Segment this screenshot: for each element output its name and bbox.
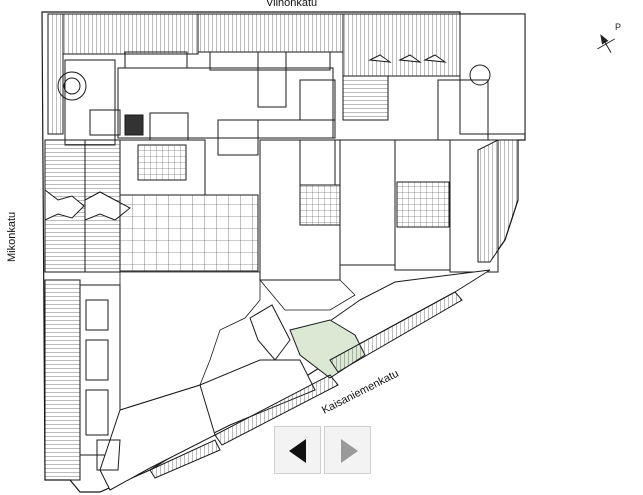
street-label-mikonkatu: Mikonkatu (6, 211, 18, 262)
diagonal-strip (96, 269, 491, 491)
arrow-right-icon (341, 439, 358, 463)
courtyard-outline (119, 271, 356, 411)
arrow-left-icon (289, 439, 306, 463)
next-button[interactable] (324, 426, 371, 474)
previous-button[interactable] (274, 426, 321, 474)
top-buildings (47, 13, 526, 156)
street-label-vilhonkatu: Vilhonkatu (266, 0, 318, 9)
central-block (119, 139, 519, 281)
compass-label: P (615, 22, 622, 32)
left-buildings (44, 139, 131, 481)
